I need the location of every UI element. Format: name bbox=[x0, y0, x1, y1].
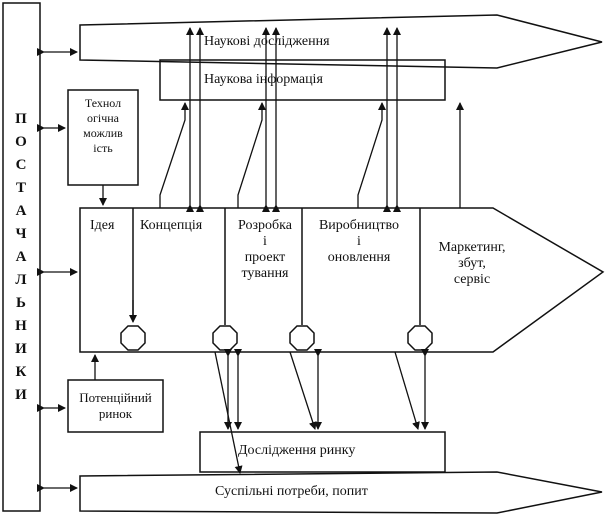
suppliers-column bbox=[2, 2, 41, 512]
suppliers-letter: И bbox=[15, 341, 27, 357]
suppliers-letter: Ч bbox=[15, 226, 27, 242]
social-needs-label: Суспільні потреби, попит bbox=[215, 484, 368, 499]
scientific-research-label: Наукові дослідження bbox=[204, 34, 330, 49]
social-needs-bar bbox=[79, 471, 603, 514]
stage-concept-label: Концепція bbox=[140, 218, 203, 233]
concept-to-info-line bbox=[159, 102, 189, 208]
suppliers-letter: И bbox=[15, 387, 27, 403]
stage-production-label: Виробництво і оновлення bbox=[318, 218, 400, 265]
stage-node-2 bbox=[212, 325, 238, 351]
market-research-label: Дослідження ринку bbox=[238, 443, 356, 458]
suppliers-letter: Л bbox=[15, 272, 27, 288]
suppliers-letter: Ь bbox=[16, 295, 26, 311]
node4-to-research-line bbox=[394, 351, 420, 430]
suppliers-letter: А bbox=[15, 203, 27, 219]
stage-idea-label: Ідея bbox=[90, 218, 115, 233]
scientific-research-bar bbox=[79, 14, 603, 69]
suppliers-label: П О С Т А Ч А Л Ь Н И К И bbox=[6, 108, 36, 407]
scientific-information-label: Наукова інформація bbox=[204, 72, 323, 87]
potential-market-box bbox=[67, 379, 164, 433]
suppliers-letter: П bbox=[15, 111, 27, 127]
suppliers-letter: С bbox=[15, 157, 27, 173]
design-to-info-line bbox=[237, 102, 266, 208]
suppliers-letter: А bbox=[15, 249, 27, 265]
scientific-information-box bbox=[159, 59, 446, 101]
stage-design-label: Розробка і проект тування bbox=[238, 218, 292, 281]
suppliers-letter: О bbox=[15, 134, 27, 150]
stage-marketing-label: Маркетинг, збут, сервіс bbox=[438, 240, 506, 287]
suppliers-letter: Т bbox=[15, 180, 26, 196]
suppliers-letter: К bbox=[15, 364, 27, 380]
potential-market-label: Потенційний ринок bbox=[79, 390, 152, 421]
production-to-info-line bbox=[357, 102, 386, 208]
technological-possibility-label: Технол огічна можлив ість bbox=[83, 96, 123, 155]
suppliers-letter: Н bbox=[15, 318, 27, 334]
stage-node-1 bbox=[120, 325, 146, 351]
market-research-box bbox=[199, 431, 446, 473]
stage-node-3 bbox=[289, 325, 315, 351]
stage-node-4 bbox=[407, 325, 433, 351]
process-stages-shape bbox=[79, 207, 605, 353]
node3-to-research-line bbox=[289, 351, 317, 430]
